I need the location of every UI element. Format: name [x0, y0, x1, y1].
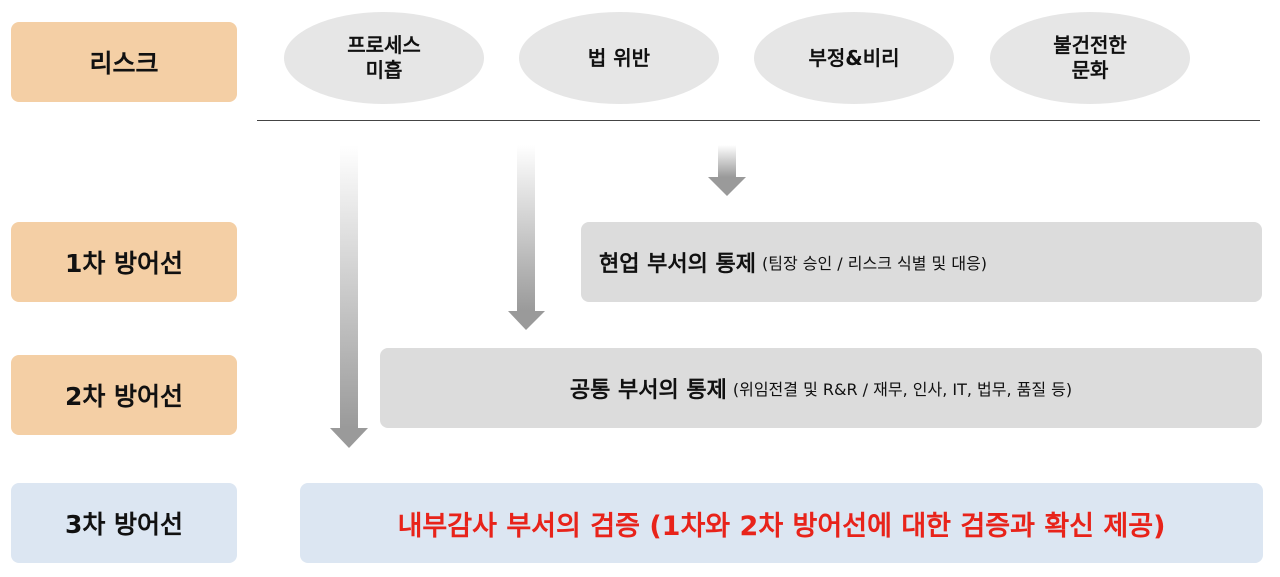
risk-fraud-ellipse: 부정&비리 [754, 12, 954, 104]
risk-process-ellipse: 프로세스 미흡 [284, 12, 484, 104]
second-line-control-detail: (위임전결 및 R&R / 재무, 인사, IT, 법무, 품질 등) [732, 380, 1073, 399]
second-line-label: 2차 방어선 [11, 355, 237, 435]
arrow-to-third-line [330, 145, 368, 448]
internal-audit-box: 내부감사 부서의 검증 (1차와 2차 방어선에 대한 검증과 확신 제공) [300, 483, 1263, 563]
first-line-control-box: 현업 부서의 통제 (팀장 승인 / 리스크 식별 및 대응) [581, 222, 1262, 302]
third-line-label: 3차 방어선 [11, 483, 237, 563]
second-line-control-box: 공통 부서의 통제 (위임전결 및 R&R / 재무, 인사, IT, 법무, … [380, 348, 1262, 428]
internal-audit-text: 내부감사 부서의 검증 (1차와 2차 방어선에 대한 검증과 확신 제공) [397, 510, 1166, 542]
first-line-control-title: 현업 부서의 통제 [599, 252, 756, 277]
risk-label: 리스크 [11, 22, 237, 102]
arrow-to-first-line [708, 145, 746, 196]
divider-line [257, 120, 1260, 121]
risk-law-ellipse: 법 위반 [519, 12, 719, 104]
first-line-label: 1차 방어선 [11, 222, 237, 302]
first-line-control-detail: (팀장 승인 / 리스크 식별 및 대응) [762, 254, 988, 273]
risk-culture-ellipse: 불건전한 문화 [990, 12, 1190, 104]
second-line-control-title: 공통 부서의 통제 [569, 378, 727, 403]
arrow-to-second-line [508, 145, 545, 330]
